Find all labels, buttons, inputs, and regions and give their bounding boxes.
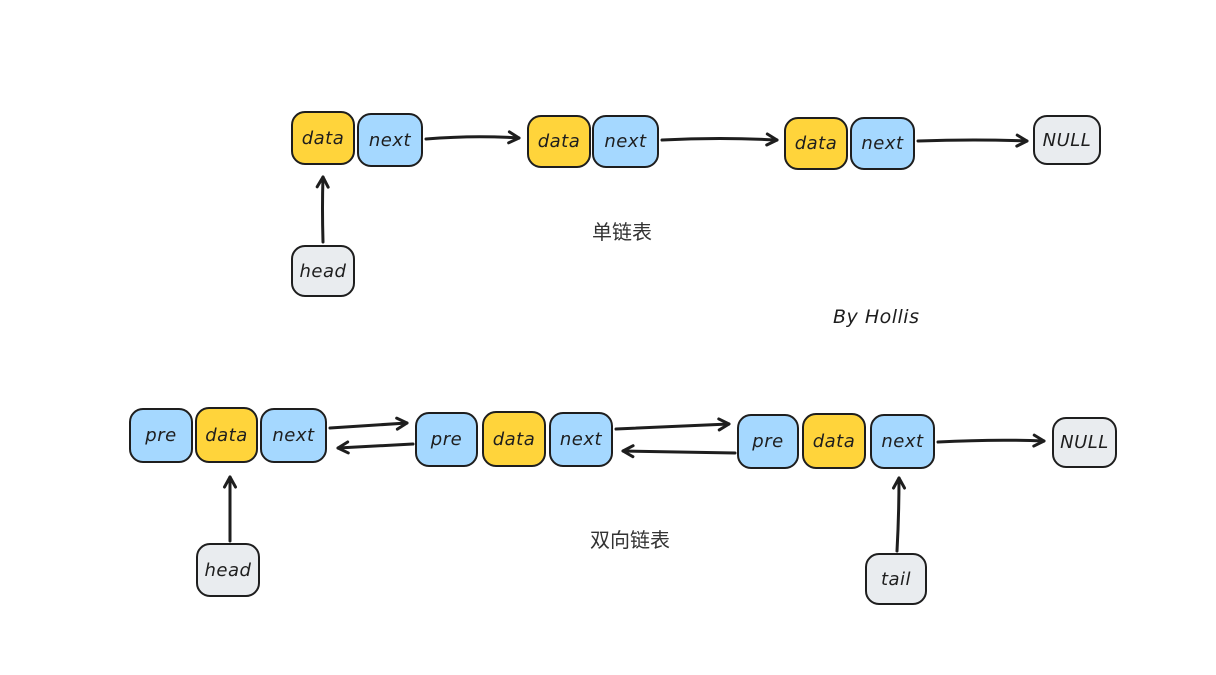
singly-next-arrow-2 [660, 132, 779, 147]
doubly-list-caption: 双向链表 [590, 528, 670, 552]
doubly-head-box: head [196, 543, 260, 597]
doubly-node-3-data-cell: data [802, 413, 866, 469]
doubly-node-1-next-cell: next [260, 408, 327, 463]
singly-null-box: NULL [1033, 115, 1101, 165]
singly-node-2-next-cell: next [592, 115, 659, 168]
singly-node-1-data-cell: data [291, 111, 355, 165]
doubly-null-arrow [936, 433, 1046, 448]
doubly-next-arrow-2 [614, 417, 731, 432]
doubly-node-1-data-cell: data [195, 407, 258, 463]
doubly-tail-arrow [891, 476, 906, 553]
singly-node-3-next-cell: next [850, 117, 915, 170]
doubly-node-2-data-cell: data [482, 411, 546, 467]
doubly-next-arrow-1 [328, 416, 409, 431]
doubly-node-3-pre-cell: pre [737, 414, 799, 469]
doubly-pre-arrow-1 [336, 440, 415, 455]
doubly-node-2-next-cell: next [549, 412, 613, 467]
doubly-tail-box: tail [865, 553, 927, 605]
doubly-pre-arrow-2 [621, 444, 737, 459]
singly-node-2-data-cell: data [527, 115, 591, 168]
doubly-null-box: NULL [1052, 417, 1117, 468]
singly-head-arrow [315, 175, 330, 244]
doubly-node-2-pre-cell: pre [415, 412, 478, 467]
singly-next-arrow-3 [916, 133, 1029, 148]
singly-next-arrow-1 [424, 130, 521, 145]
attribution-text: By Hollis [833, 306, 920, 328]
doubly-node-1-pre-cell: pre [129, 408, 193, 463]
singly-node-3-data-cell: data [784, 117, 848, 170]
doubly-node-3-next-cell: next [870, 414, 935, 469]
singly-head-box: head [291, 245, 355, 297]
singly-list-caption: 单链表 [592, 220, 652, 244]
singly-node-1-next-cell: next [357, 113, 423, 167]
